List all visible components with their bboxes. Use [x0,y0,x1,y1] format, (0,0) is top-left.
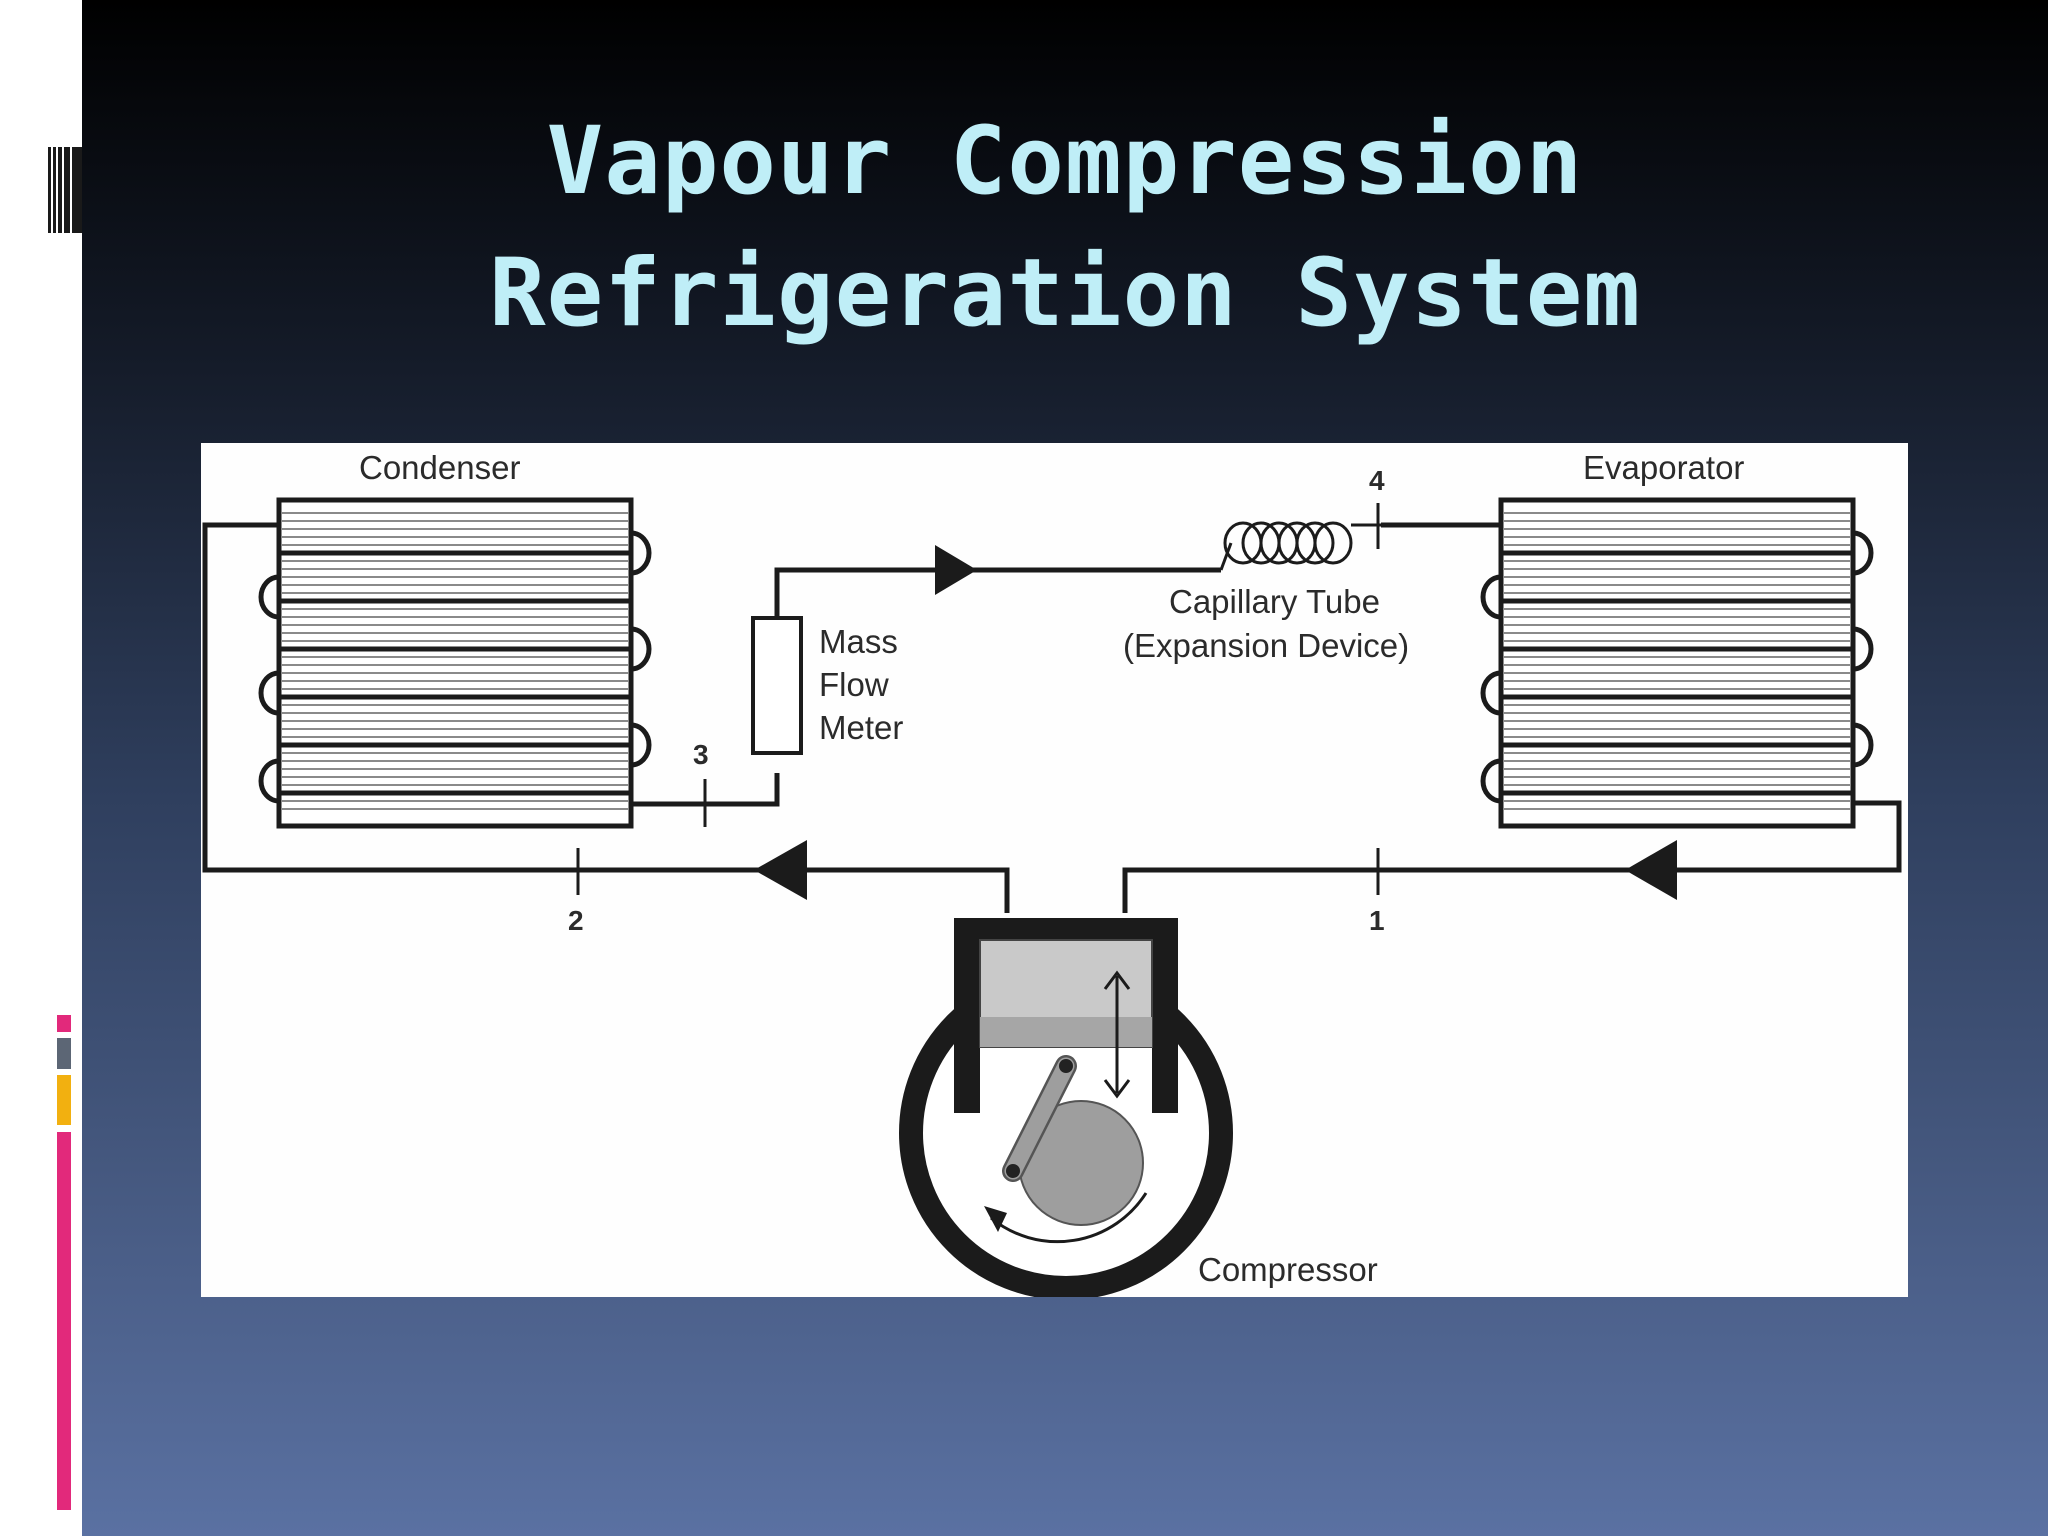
evaporator-label: Evaporator [1583,449,1744,486]
slide-title: Vapour Compression Refrigeration System [82,96,2048,360]
title-line-1: Vapour Compression [546,107,1584,216]
capillary-tube-coil [1219,521,1381,571]
condenser [258,497,652,829]
state-point-1: 1 [1369,905,1385,936]
state-point-ticks [576,503,1380,895]
state-point-2: 2 [568,905,584,936]
title-line-2: Refrigeration System [489,239,1641,348]
mass-flow-meter [751,616,803,755]
flow-arrow-to-capillary [935,545,977,595]
evaporator [1480,497,1874,829]
condenser-label: Condenser [359,449,520,486]
mass-flow-label-2: Flow [819,666,889,703]
flow-arrow-to-condenser [754,840,807,900]
refrigerant-piping [202,522,1902,918]
refrigeration-cycle-diagram: Condenser Evaporator Mass Flow Meter Cap… [201,443,1908,1297]
capillary-tube-label: Capillary Tube [1169,583,1380,620]
compressor [899,913,1233,1297]
state-point-3: 3 [693,739,709,770]
mass-flow-label-3: Meter [819,709,903,746]
flow-arrows [754,545,1677,900]
state-point-4: 4 [1369,465,1385,496]
mass-flow-label-1: Mass [819,623,898,660]
flow-arrow-to-compressor [1625,840,1677,900]
expansion-device-label: (Expansion Device) [1123,627,1409,664]
compressor-label: Compressor [1198,1251,1378,1288]
